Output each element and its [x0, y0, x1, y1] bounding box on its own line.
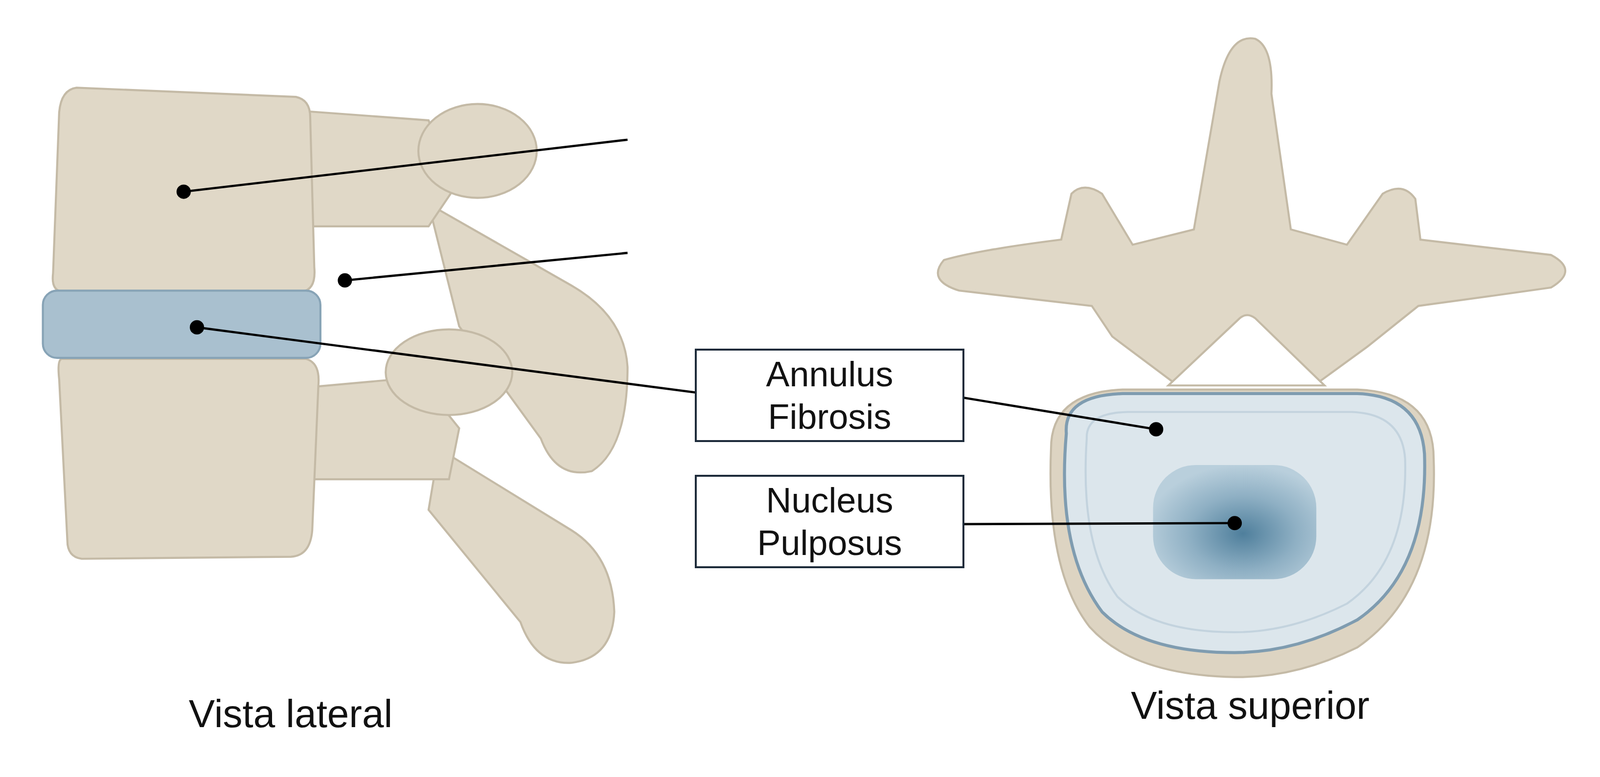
vertebral-body: [52, 87, 315, 292]
box-text: Nucleus Pulposus: [703, 479, 956, 565]
leader-dot: [176, 184, 191, 199]
intervertebral-disc: [43, 290, 321, 359]
vertebral-body: [1050, 389, 1435, 678]
annulus-rings: [1085, 411, 1406, 633]
leader-line: [183, 139, 628, 192]
leader-line: [963, 397, 1157, 430]
leader-line: [344, 252, 628, 281]
articular-process: [385, 329, 513, 416]
box-text: Annulus Fibrosis: [703, 353, 956, 438]
label-box: Annulus Fibrosis: [694, 348, 965, 443]
vertebral-body: [58, 359, 320, 560]
nucleus-pulposus: [1153, 465, 1317, 580]
leader-dot: [337, 273, 352, 288]
vertebral-foramen: [1168, 315, 1325, 386]
view-label: Vista lateral: [188, 691, 393, 737]
lateral-vertebrae: [52, 87, 628, 663]
label-box: Nucleus Pulposus: [694, 475, 965, 569]
superior-vertebra: [937, 38, 1566, 678]
articular-process: [418, 104, 537, 199]
leader-line: [196, 327, 696, 393]
leader-dot: [1227, 516, 1242, 531]
leader-dot: [1148, 422, 1164, 437]
leader-dot: [189, 320, 205, 335]
leader-line: [963, 523, 1235, 525]
leader-lines: [183, 139, 1235, 525]
view-label: Vista superior: [1130, 683, 1370, 729]
spinous-process: [428, 449, 615, 664]
